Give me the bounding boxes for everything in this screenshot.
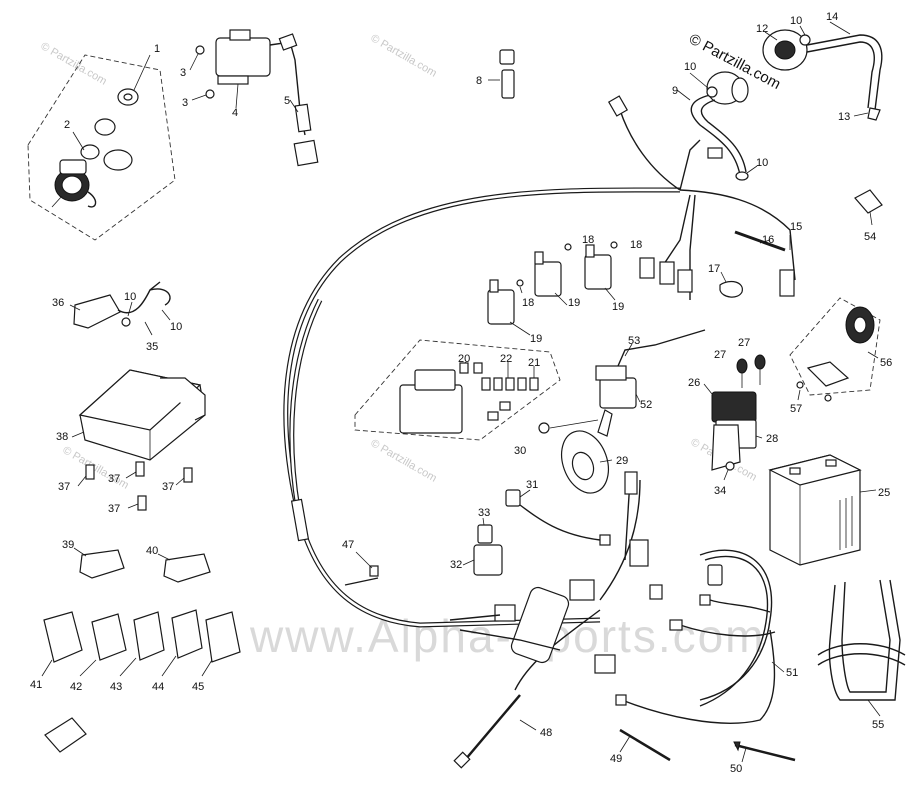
callout-40: 40 [146, 545, 158, 557]
part-54 [854, 189, 883, 226]
callout-31: 31 [526, 479, 538, 491]
callout-39: 39 [62, 539, 74, 551]
callout-8: 8 [476, 75, 482, 87]
switch-panels [41, 547, 241, 677]
relays-18-19 [487, 241, 618, 336]
callout-17: 17 [708, 263, 720, 275]
callout-41: 41 [30, 679, 42, 691]
callout-2: 2 [64, 119, 70, 131]
watermark-1: © Partzilla.com [39, 40, 109, 87]
callout-26: 26 [688, 377, 700, 389]
callout-56: 56 [880, 357, 892, 369]
rectifier-group [703, 354, 766, 481]
callout-48: 48 [540, 727, 552, 739]
parts-35-36 [69, 281, 171, 336]
parts-31-32-33 [462, 489, 611, 576]
callout-18a: 18 [582, 234, 594, 246]
callout-34: 34 [714, 485, 726, 497]
horn [538, 409, 613, 494]
callout-5: 5 [284, 95, 290, 107]
callout-13: 13 [838, 111, 850, 123]
callout-38: 38 [56, 431, 68, 443]
callout-27a: 27 [714, 349, 726, 361]
callout-30: 30 [514, 445, 526, 457]
part-52-53 [595, 329, 706, 409]
part-47 [44, 551, 379, 753]
callout-47: 47 [342, 539, 354, 551]
callout-52: 52 [640, 399, 652, 411]
callout-12: 12 [756, 23, 768, 35]
callout-14: 14 [826, 11, 838, 23]
callout-20: 20 [458, 353, 470, 365]
callout-43: 43 [110, 681, 122, 693]
part-48 [453, 694, 537, 769]
callout-49: 49 [610, 753, 622, 765]
watermark-2: © Partzilla.com [369, 32, 439, 79]
callout-54: 54 [864, 231, 876, 243]
callout-10b: 10 [790, 15, 802, 27]
callout-32: 32 [450, 559, 462, 571]
callout-10e: 10 [170, 321, 182, 333]
callout-37a: 37 [58, 481, 70, 493]
sub-harness-51 [615, 549, 785, 724]
callout-10d: 10 [124, 291, 136, 303]
callout-29: 29 [616, 455, 628, 467]
callout-4: 4 [232, 107, 238, 119]
callout-57: 57 [790, 403, 802, 415]
callout-33: 33 [478, 507, 490, 519]
callout-50: 50 [730, 763, 742, 775]
callout-51: 51 [786, 667, 798, 679]
callout-15: 15 [790, 221, 802, 233]
callout-44: 44 [152, 681, 164, 693]
callout-36: 36 [52, 297, 64, 309]
main-harness [283, 95, 796, 691]
callout-10a: 10 [684, 61, 696, 73]
callout-10c: 10 [756, 157, 768, 169]
fuse-box-group [354, 339, 561, 441]
callout-53: 53 [628, 335, 640, 347]
callout-18c: 18 [522, 297, 534, 309]
callout-25: 25 [878, 487, 890, 499]
cable-ties [619, 728, 796, 763]
parts-56-57 [789, 297, 881, 402]
callout-37c: 37 [162, 481, 174, 493]
callout-22: 22 [500, 353, 512, 365]
callout-45: 45 [192, 681, 204, 693]
callout-19c: 19 [530, 333, 542, 345]
callout-19a: 19 [568, 297, 580, 309]
callout-21: 21 [528, 357, 540, 369]
callout-labels: 1 2 3 3 4 5 8 9 10 10 10 10 10 12 13 14 … [30, 11, 892, 775]
callout-37b: 37 [108, 473, 120, 485]
callout-1: 1 [154, 43, 160, 55]
ignition-coil-group [189, 29, 319, 167]
callout-27b: 27 [738, 337, 750, 349]
part-8 [488, 49, 515, 99]
callout-18b: 18 [630, 239, 642, 251]
callout-37d: 37 [108, 503, 120, 515]
fuel-pump-group [676, 21, 883, 181]
callout-55: 55 [872, 719, 884, 731]
watermark-4: © Partzilla.com [369, 437, 439, 484]
parts-15-16-17 [719, 230, 791, 298]
callout-3a: 3 [180, 67, 186, 79]
callout-28: 28 [766, 433, 778, 445]
callout-35: 35 [146, 341, 158, 353]
battery-strap-55 [817, 579, 906, 717]
callout-42: 42 [70, 681, 82, 693]
battery [768, 454, 877, 566]
callout-3b: 3 [182, 97, 188, 109]
ecu [71, 369, 206, 511]
callout-16: 16 [762, 234, 774, 246]
callout-19b: 19 [612, 301, 624, 313]
ignition-switch-group [27, 54, 176, 241]
callout-9: 9 [672, 85, 678, 97]
